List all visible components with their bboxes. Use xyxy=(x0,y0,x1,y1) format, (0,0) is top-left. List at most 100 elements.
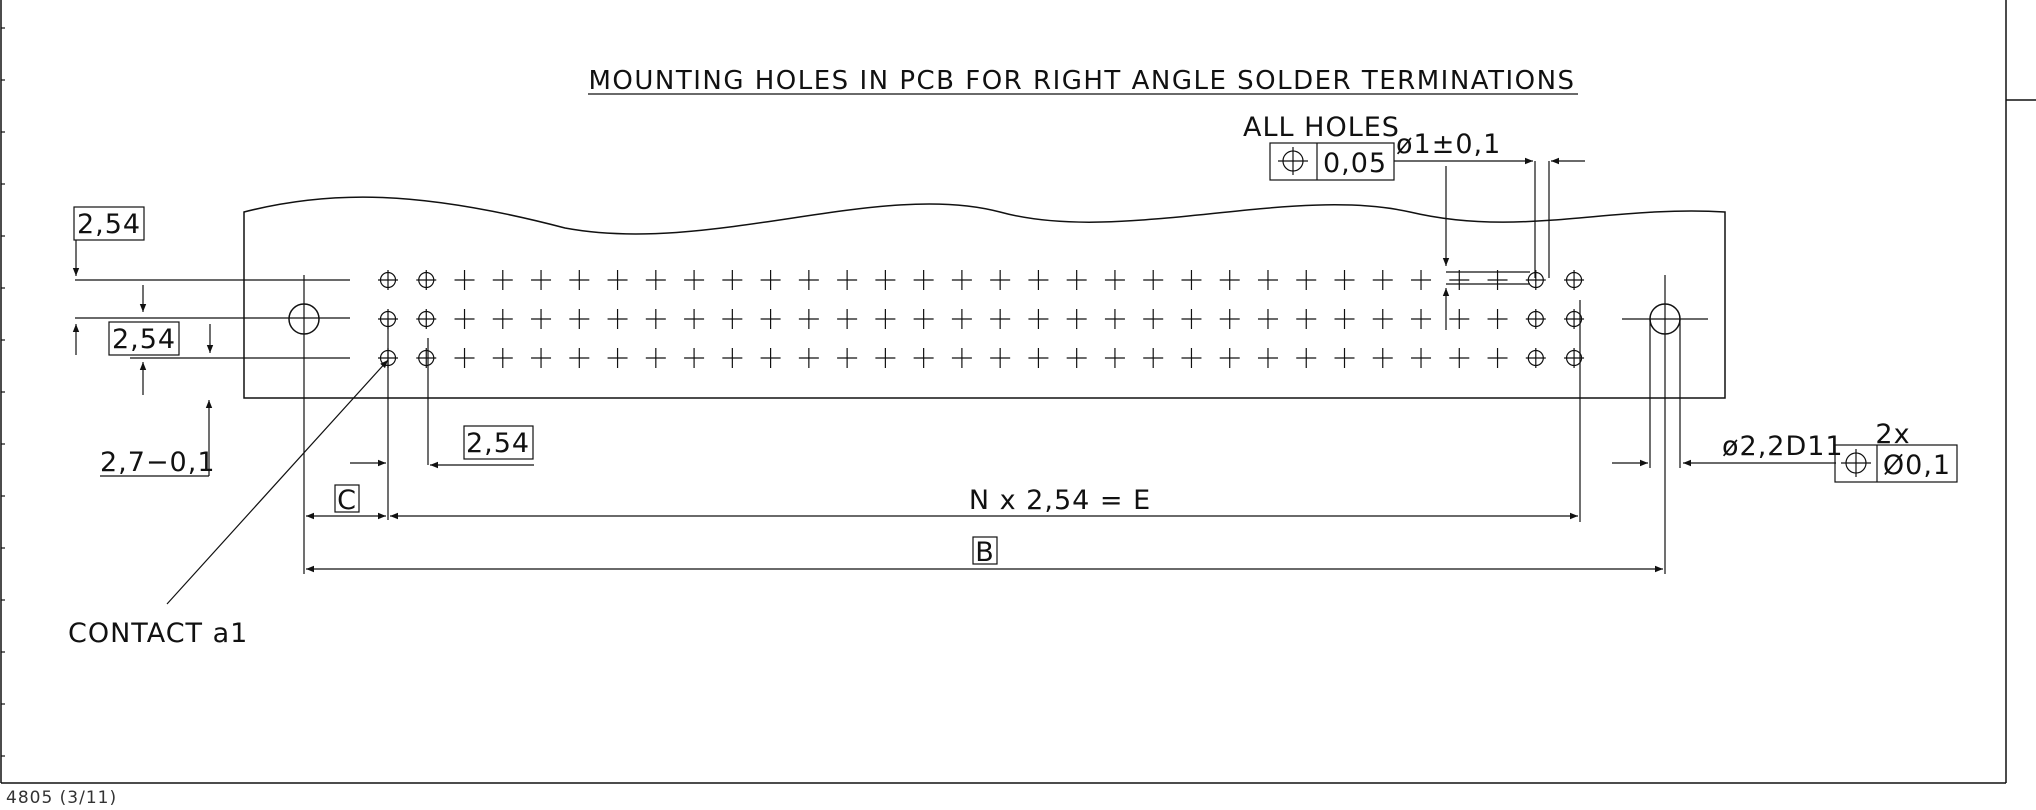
drawing-reference: 4805 (3/11) xyxy=(6,788,118,808)
svg-text:ø2,2D11: ø2,2D11 xyxy=(1722,431,1844,462)
contact-hole xyxy=(1487,309,1508,329)
contact-hole xyxy=(1181,309,1202,329)
contact-hole xyxy=(1449,348,1470,368)
contact-hole xyxy=(1066,309,1087,329)
mounting-hole-left xyxy=(288,275,320,574)
contact-hole xyxy=(1219,309,1240,329)
contact-hole xyxy=(1564,348,1585,368)
contact-hole xyxy=(1257,270,1278,290)
contact-hole xyxy=(1525,309,1546,329)
contact-hole xyxy=(1066,348,1087,368)
contact-hole xyxy=(760,348,781,368)
contact-hole xyxy=(1411,348,1432,368)
edge-offset-dimension: 2,7−0,1 xyxy=(100,400,216,478)
contact-hole xyxy=(569,309,590,329)
contact-hole xyxy=(569,348,590,368)
contact-hole xyxy=(1028,309,1049,329)
svg-text:ø1±0,1: ø1±0,1 xyxy=(1396,129,1501,160)
pitch-cols-dimension: 2,54 xyxy=(350,320,534,520)
contact-hole xyxy=(416,309,437,329)
contact-hole xyxy=(1028,348,1049,368)
contact-hole xyxy=(913,270,934,290)
pitch-top-dimension: 2,54 xyxy=(72,206,350,395)
contact-hole xyxy=(454,348,475,368)
contact-hole xyxy=(722,270,743,290)
contact-hole xyxy=(1104,348,1125,368)
contact-hole xyxy=(645,309,666,329)
contact-hole xyxy=(875,270,896,290)
contact-hole xyxy=(875,348,896,368)
contact-hole xyxy=(416,270,437,290)
contact-hole xyxy=(1219,348,1240,368)
svg-text:2,54: 2,54 xyxy=(112,324,176,355)
contact-hole xyxy=(1257,348,1278,368)
svg-text:2,7−0,1: 2,7−0,1 xyxy=(100,447,216,478)
contact-hole xyxy=(1334,270,1355,290)
contact-hole xyxy=(1219,270,1240,290)
contact-hole xyxy=(1257,309,1278,329)
contact-hole xyxy=(492,348,513,368)
contact-hole xyxy=(837,348,858,368)
mount-hole-callout: ø2,2D11 2x Ø0,1 xyxy=(1612,419,1958,483)
contact-hole xyxy=(1066,270,1087,290)
svg-text:CONTACT a1: CONTACT a1 xyxy=(68,618,248,649)
svg-text:N x 2,54 = E: N x 2,54 = E xyxy=(969,485,1151,516)
contact-hole xyxy=(951,270,972,290)
contact-hole xyxy=(531,270,552,290)
contact-hole xyxy=(569,270,590,290)
contact-hole xyxy=(454,309,475,329)
contact-hole xyxy=(1372,270,1393,290)
svg-text:2,54: 2,54 xyxy=(466,428,530,459)
contact-hole xyxy=(722,348,743,368)
contact-hole xyxy=(798,270,819,290)
contact-hole xyxy=(1411,270,1432,290)
contact-hole xyxy=(951,309,972,329)
contact-hole xyxy=(1564,309,1585,329)
contact-hole xyxy=(1104,270,1125,290)
n-pitch-dimension: N x 2,54 = E xyxy=(390,300,1581,522)
contact-hole xyxy=(1372,348,1393,368)
sheet-frame xyxy=(0,0,2036,784)
contact-a1-callout: CONTACT a1 xyxy=(68,359,389,649)
contact-hole xyxy=(1028,270,1049,290)
contact-hole xyxy=(1334,348,1355,368)
contact-hole xyxy=(875,309,896,329)
contact-hole xyxy=(492,309,513,329)
svg-text:C: C xyxy=(337,485,357,516)
all-holes-callout: ALL HOLES 0,05 ø1±0,1 xyxy=(1243,112,1585,330)
contact-hole xyxy=(1143,270,1164,290)
contact-hole xyxy=(798,348,819,368)
mounting-hole-right xyxy=(1622,275,1708,574)
contact-hole xyxy=(837,270,858,290)
contact-hole xyxy=(684,270,705,290)
contact-hole xyxy=(913,348,934,368)
contact-hole xyxy=(607,309,628,329)
contact-hole xyxy=(760,270,781,290)
contact-hole xyxy=(1525,270,1546,290)
contact-hole xyxy=(1564,270,1585,290)
drawing-title: MOUNTING HOLES IN PCB FOR RIGHT ANGLE SO… xyxy=(588,66,1575,96)
contact-hole xyxy=(798,309,819,329)
contact-hole xyxy=(645,348,666,368)
contact-hole xyxy=(1143,309,1164,329)
contact-hole xyxy=(1181,348,1202,368)
contact-hole xyxy=(1334,309,1355,329)
contact-hole xyxy=(1296,309,1317,329)
pcb-outline xyxy=(243,196,1726,399)
contact-hole xyxy=(837,309,858,329)
contact-hole xyxy=(1449,270,1470,290)
contact-hole xyxy=(645,270,666,290)
contact-hole xyxy=(1411,309,1432,329)
contact-hole xyxy=(684,309,705,329)
contact-hole xyxy=(1296,348,1317,368)
contact-hole xyxy=(531,309,552,329)
contact-hole xyxy=(607,270,628,290)
svg-text:0,05: 0,05 xyxy=(1323,148,1387,179)
contact-hole xyxy=(1525,348,1546,368)
datum-b-dimension: B xyxy=(306,536,1663,573)
contact-hole xyxy=(760,309,781,329)
contact-hole xyxy=(684,348,705,368)
contact-hole xyxy=(531,348,552,368)
svg-text:B: B xyxy=(975,537,995,568)
datum-c-dimension: C xyxy=(306,484,386,520)
